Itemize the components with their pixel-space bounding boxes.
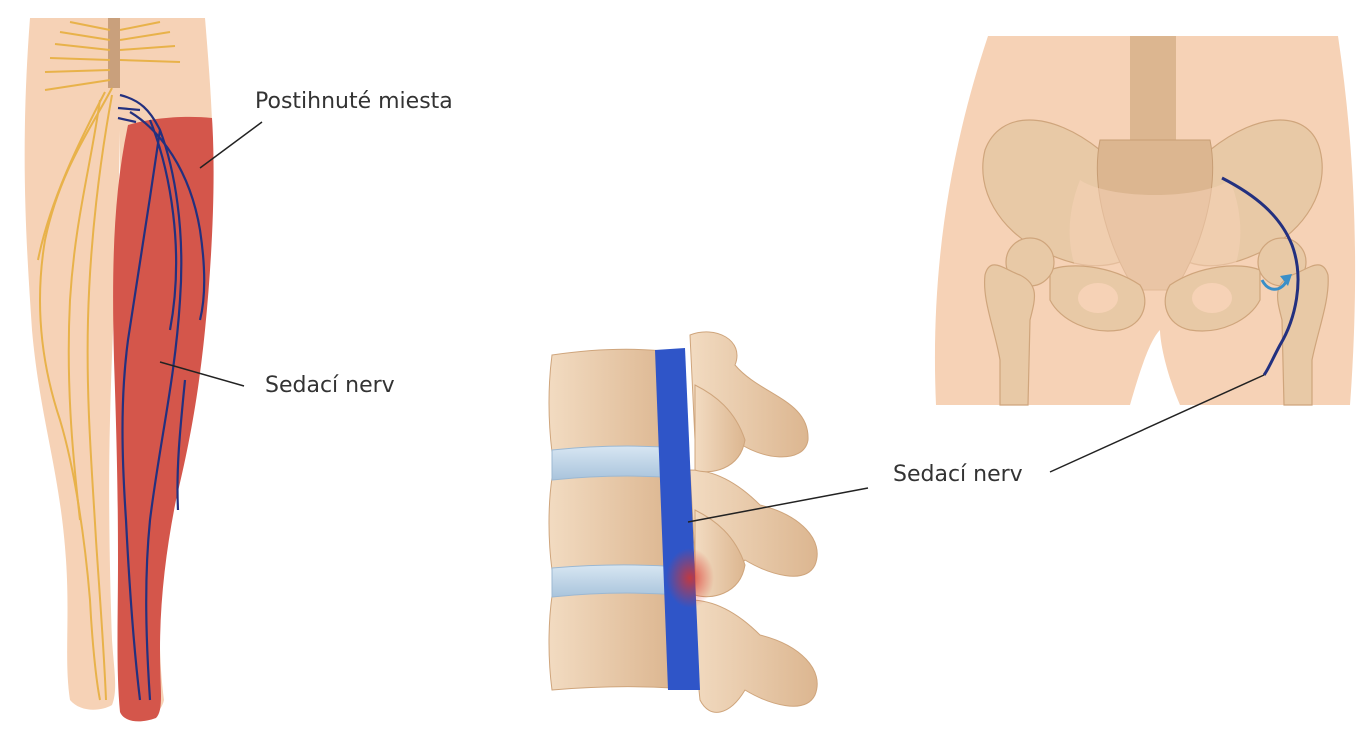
sciatic-nerve-leg-label: Sedací nerv [265,373,395,398]
pelvis-figure [935,36,1355,472]
inflammation-spot [666,548,714,608]
lumbar-spine [1130,36,1176,146]
affected-areas-label: Postihnuté miesta [255,89,453,114]
legs-figure [25,18,262,721]
spinous-processes [690,332,817,712]
spine-figure [549,332,868,712]
sciatic-nerve-spine-label: Sedací nerv [893,462,1023,487]
affected-area [113,117,213,722]
spinal-cord [108,18,120,88]
vertebral-bodies [549,349,672,690]
left-leg-skin [25,18,120,710]
